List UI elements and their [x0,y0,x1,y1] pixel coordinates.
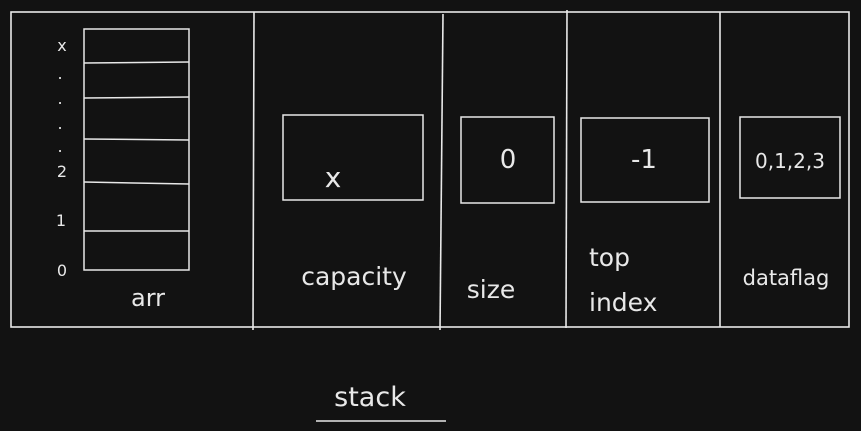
size-label: size [467,275,515,304]
dataflag-label: dataflag [743,266,830,290]
array-cell-line [83,138,190,141]
array-cell-line [83,96,190,99]
top-box [580,117,710,203]
size-box [460,116,555,204]
capacity-box [282,114,424,201]
array-outline [83,28,190,271]
array-index: x [57,36,66,55]
divider-size-top [565,9,568,329]
stack-caption: stack [334,382,406,413]
array-index: . [57,137,62,156]
dataflag-box [739,116,841,199]
array-cell-line [83,61,190,64]
array-index: . [57,89,62,108]
top-label-line1: top [589,243,630,272]
array-index: 2 [57,162,67,181]
size-value: 0 [500,145,517,175]
capacity-label: capacity [301,262,407,291]
array-index: 0 [57,261,67,280]
top-label-line2: index [589,288,657,317]
array-cell-line [83,181,190,185]
array-cells [83,28,190,271]
divider-capacity-size [439,13,444,331]
array-index: . [57,64,62,83]
array-index: . [57,114,62,133]
stack-frame [10,11,850,328]
capacity-value: x [325,161,342,194]
dataflag-value: 0,1,2,3 [755,149,825,173]
divider-arr-capacity [252,11,255,331]
array-label: arr [131,284,165,312]
top-value: -1 [631,145,657,175]
array-index: 1 [56,211,66,230]
